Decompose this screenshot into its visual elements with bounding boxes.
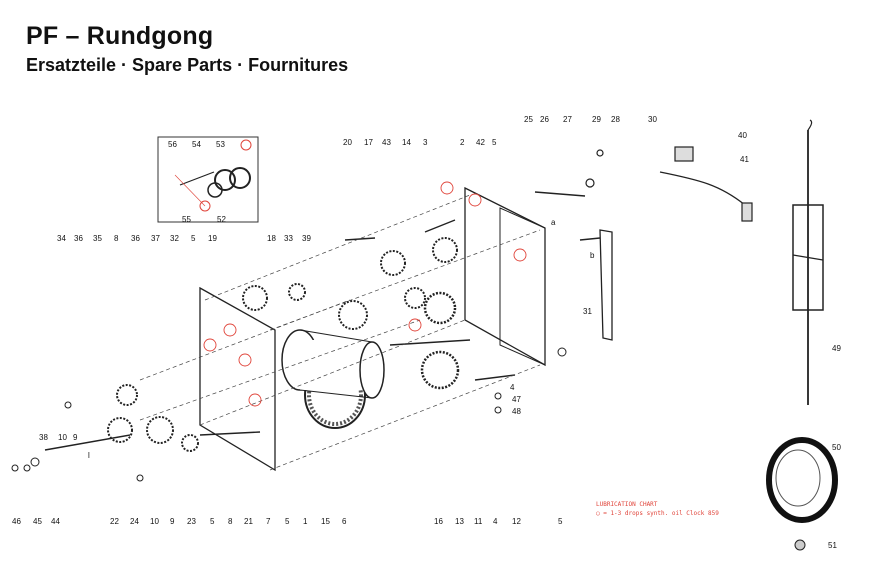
svg-text:38: 38 — [39, 433, 48, 442]
svg-text:17: 17 — [364, 138, 373, 147]
mainspring-barrel — [281, 329, 385, 429]
svg-text:19: 19 — [208, 234, 217, 243]
svg-text:4: 4 — [510, 383, 515, 392]
svg-text:32: 32 — [170, 234, 179, 243]
svg-text:20: 20 — [343, 138, 352, 147]
svg-text:29: 29 — [592, 115, 601, 124]
svg-text:39: 39 — [302, 234, 311, 243]
svg-text:35: 35 — [93, 234, 102, 243]
svg-text:37: 37 — [151, 234, 160, 243]
svg-text:22: 22 — [110, 517, 119, 526]
lubrication-points — [203, 181, 527, 407]
front-plate — [199, 286, 276, 472]
svg-text:8: 8 — [114, 234, 119, 243]
svg-text:52: 52 — [217, 215, 226, 224]
svg-text:14: 14 — [402, 138, 411, 147]
svg-text:12: 12 — [512, 517, 521, 526]
gear-wheels — [107, 237, 460, 452]
svg-text:4: 4 — [493, 517, 498, 526]
svg-text:56: 56 — [168, 140, 177, 149]
inset-box — [157, 136, 259, 223]
svg-text:54: 54 — [192, 140, 201, 149]
svg-text:9: 9 — [73, 433, 78, 442]
svg-text:1: 1 — [303, 517, 308, 526]
svg-text:5: 5 — [285, 517, 290, 526]
pendulum — [792, 119, 824, 405]
svg-text:36: 36 — [131, 234, 140, 243]
svg-text:55: 55 — [182, 215, 191, 224]
svg-text:16: 16 — [434, 517, 443, 526]
svg-text:47: 47 — [512, 395, 521, 404]
svg-text:24: 24 — [130, 517, 139, 526]
lever-31 — [599, 229, 613, 341]
svg-text:5: 5 — [558, 517, 563, 526]
arbors — [44, 191, 601, 451]
svg-text:a: a — [551, 218, 556, 227]
svg-text:50: 50 — [832, 443, 841, 452]
svg-text:45: 45 — [33, 517, 42, 526]
svg-text:5: 5 — [191, 234, 196, 243]
svg-text:41: 41 — [740, 155, 749, 164]
svg-text:53: 53 — [216, 140, 225, 149]
lubrication-chart: LUBRICATION CHART ◯ = 1-3 drops synth. o… — [596, 500, 719, 518]
svg-text:b: b — [590, 251, 595, 260]
svg-text:15: 15 — [321, 517, 330, 526]
svg-text:9: 9 — [170, 517, 175, 526]
svg-text:6: 6 — [342, 517, 347, 526]
back-plate — [464, 186, 546, 367]
lubrication-title: LUBRICATION CHART — [596, 501, 658, 508]
svg-text:51: 51 — [828, 541, 837, 550]
lubrication-note: ◯ = 1-3 drops synth. oil Clock 859 — [596, 510, 719, 517]
svg-text:l: l — [88, 451, 90, 460]
svg-text:10: 10 — [58, 433, 67, 442]
svg-text:21: 21 — [244, 517, 253, 526]
svg-text:49: 49 — [832, 344, 841, 353]
svg-text:3: 3 — [423, 138, 428, 147]
svg-text:36: 36 — [74, 234, 83, 243]
svg-text:42: 42 — [476, 138, 485, 147]
svg-text:40: 40 — [738, 131, 747, 140]
svg-text:10: 10 — [150, 517, 159, 526]
svg-text:13: 13 — [455, 517, 464, 526]
svg-text:5: 5 — [492, 138, 497, 147]
page-subtitle: Ersatzteile · Spare Parts · Fournitures — [26, 55, 349, 75]
loose-parts — [11, 347, 567, 482]
svg-text:43: 43 — [382, 138, 391, 147]
callout-labels: 56 54 53 55 52 20 17 43 14 3 2 42 5 25 2… — [12, 115, 841, 550]
svg-text:48: 48 — [512, 407, 521, 416]
svg-text:11: 11 — [474, 517, 483, 526]
svg-text:18: 18 — [267, 234, 276, 243]
svg-text:8: 8 — [228, 517, 233, 526]
svg-text:23: 23 — [187, 517, 196, 526]
svg-text:2: 2 — [460, 138, 465, 147]
hammer-parts — [585, 146, 753, 222]
svg-text:33: 33 — [284, 234, 293, 243]
svg-text:34: 34 — [57, 234, 66, 243]
svg-text:7: 7 — [266, 517, 271, 526]
assembly-lines — [139, 194, 541, 471]
gong — [766, 437, 838, 551]
svg-text:44: 44 — [51, 517, 60, 526]
svg-text:5: 5 — [210, 517, 215, 526]
svg-text:27: 27 — [563, 115, 572, 124]
svg-text:25: 25 — [524, 115, 533, 124]
svg-text:46: 46 — [12, 517, 21, 526]
svg-text:31: 31 — [583, 307, 592, 316]
svg-text:30: 30 — [648, 115, 657, 124]
svg-text:28: 28 — [611, 115, 620, 124]
svg-text:26: 26 — [540, 115, 549, 124]
page-title: PF – Rundgong — [26, 22, 214, 50]
